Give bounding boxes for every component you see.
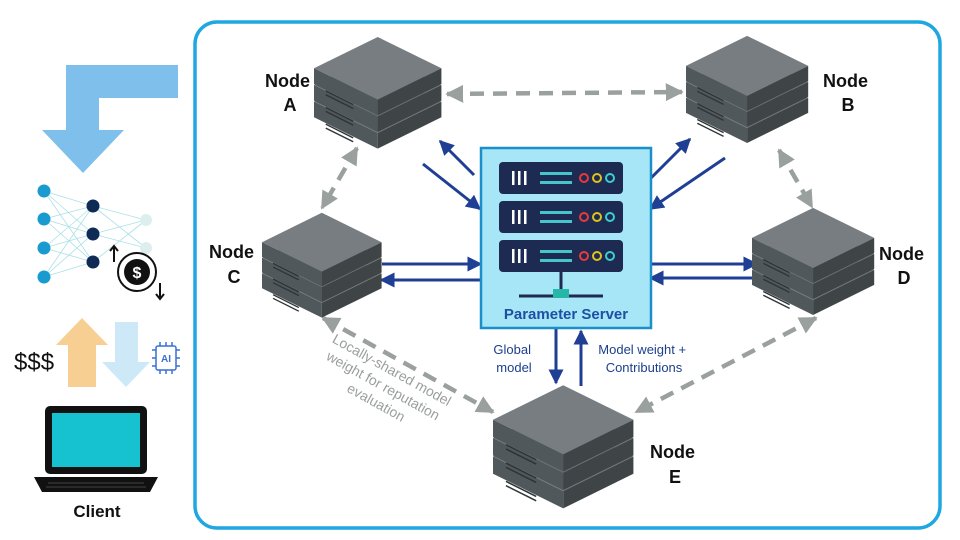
- node-b-label: Node B: [823, 71, 873, 115]
- arrow-down-left-icon: [42, 65, 178, 173]
- edge-d-e: [634, 316, 818, 414]
- server-edges: [379, 137, 759, 386]
- dollar-symbol: $: [133, 265, 142, 282]
- parameter-server: Parameter Server: [479, 146, 653, 330]
- server-rack-3: [499, 240, 623, 272]
- laptop-icon: [34, 406, 158, 492]
- neural-network-icon: [37, 184, 152, 284]
- money-label: $$$: [14, 349, 54, 376]
- edge-a-b: [445, 83, 684, 103]
- edge-c-e: [321, 316, 495, 414]
- server-rack-2: [499, 201, 623, 233]
- node-a-label: Node A: [265, 71, 315, 115]
- ai-chip-icon: AI: [152, 342, 180, 374]
- node-d-label: Node D: [879, 244, 929, 288]
- up-arrow-icon: [56, 318, 108, 387]
- parameter-server-label: Parameter Server: [504, 306, 628, 323]
- model-weight-label: Model weight + Contributions: [598, 342, 689, 375]
- server-rack-1: [499, 162, 623, 194]
- ai-badge-label: AI: [161, 354, 171, 365]
- server-network-connector: [519, 272, 603, 298]
- down-arrow-icon: [102, 322, 150, 387]
- edge-b-d: [777, 148, 814, 209]
- edge-a-c: [320, 146, 359, 210]
- client-label: Client: [73, 502, 121, 521]
- node-c-label: Node C: [209, 242, 259, 287]
- global-model-label: Global model: [493, 342, 534, 375]
- left-panel: $ $$$ AI Client: [14, 65, 180, 521]
- dollar-coin-icon: $: [109, 244, 165, 301]
- peer-edges: [320, 83, 818, 414]
- node-e-label: Node E: [650, 442, 700, 487]
